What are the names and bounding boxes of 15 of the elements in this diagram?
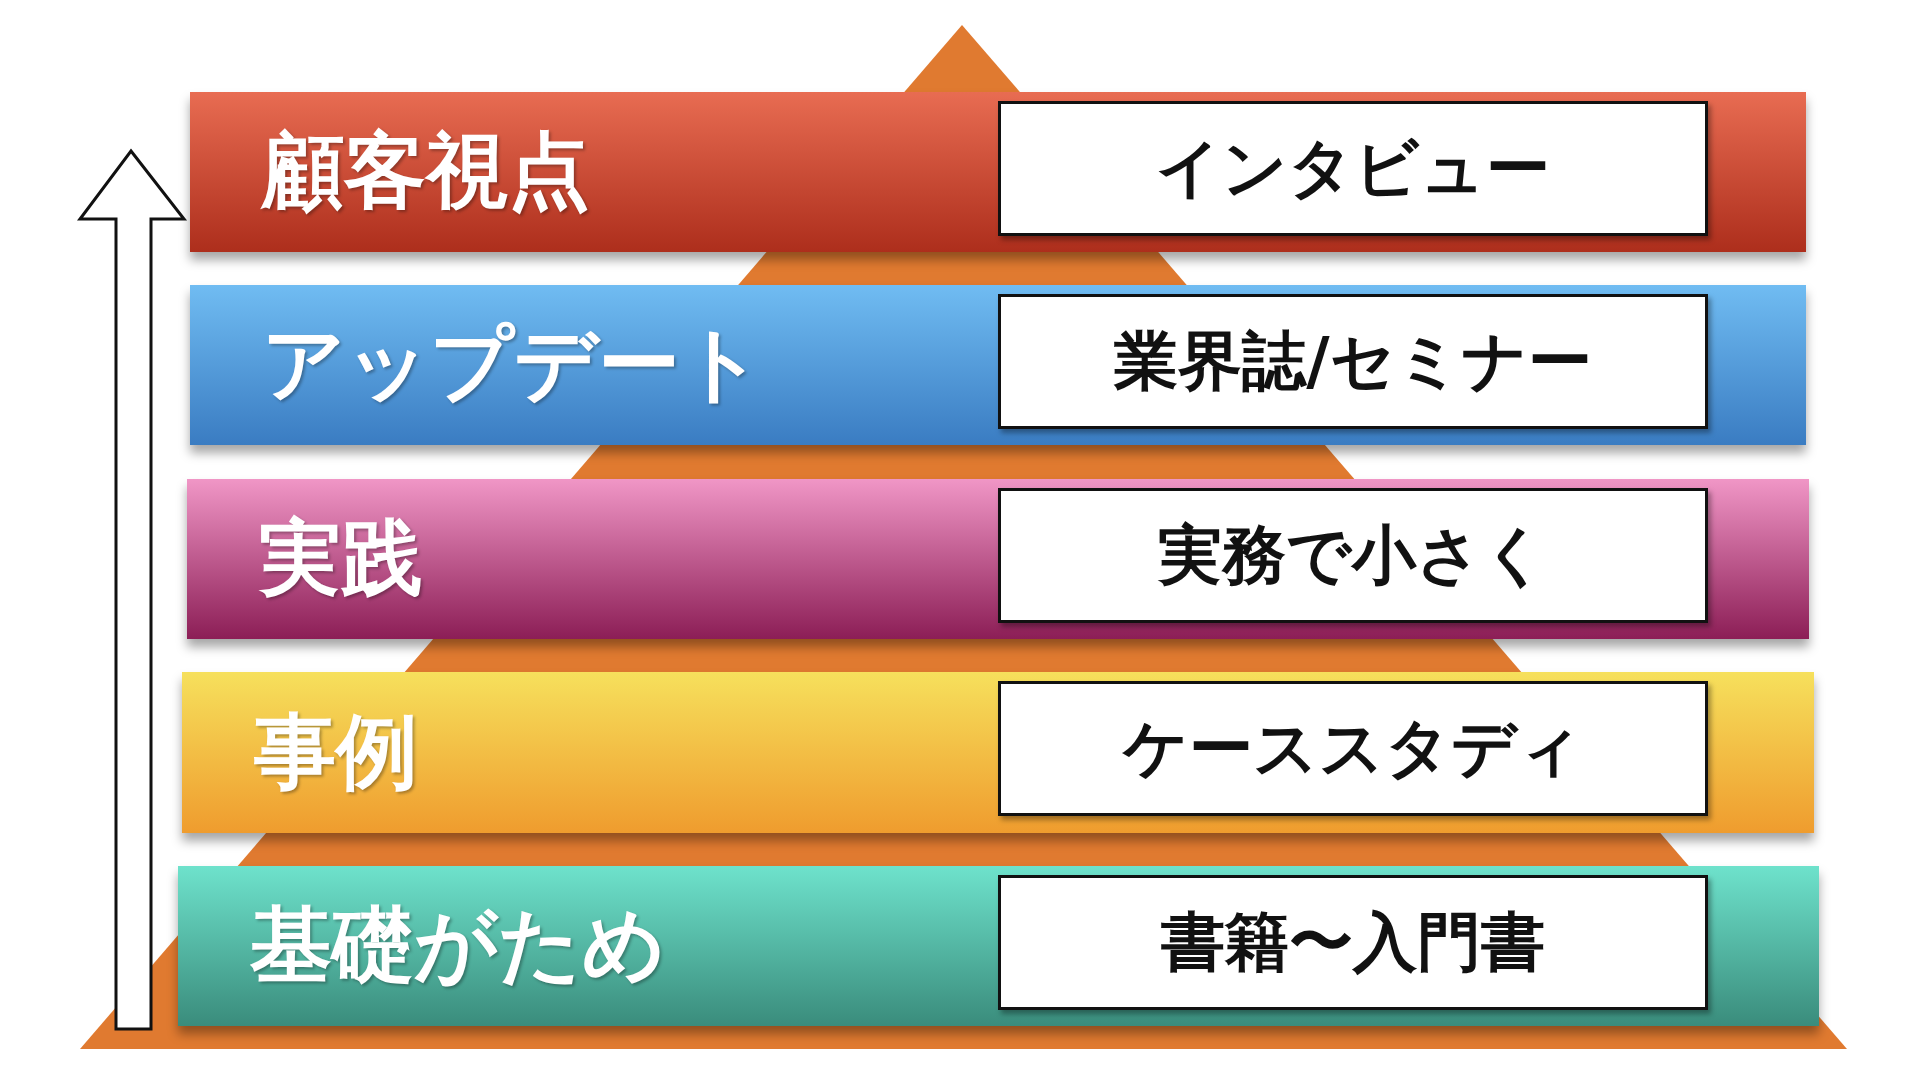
pyramid-band	[190, 92, 1806, 252]
text-box: 書籍〜入門書	[998, 875, 1708, 1010]
text-box: 実務で小さく	[998, 488, 1708, 623]
pyramid-band	[178, 866, 1819, 1026]
band-title: アップデート	[262, 315, 764, 413]
band-title: 事例	[254, 702, 418, 801]
pyramid-band	[182, 672, 1814, 833]
pyramid-band	[190, 285, 1806, 445]
band-title: 顧客視点	[262, 122, 590, 220]
text-box: ケーススタディ	[998, 681, 1708, 816]
pyramid-band	[187, 479, 1809, 639]
band-title: 基礎がため	[250, 896, 666, 994]
text-box: 業界誌/セミナー	[998, 294, 1708, 429]
band-title: 実践	[259, 509, 423, 607]
text-box: インタビュー	[998, 101, 1708, 236]
